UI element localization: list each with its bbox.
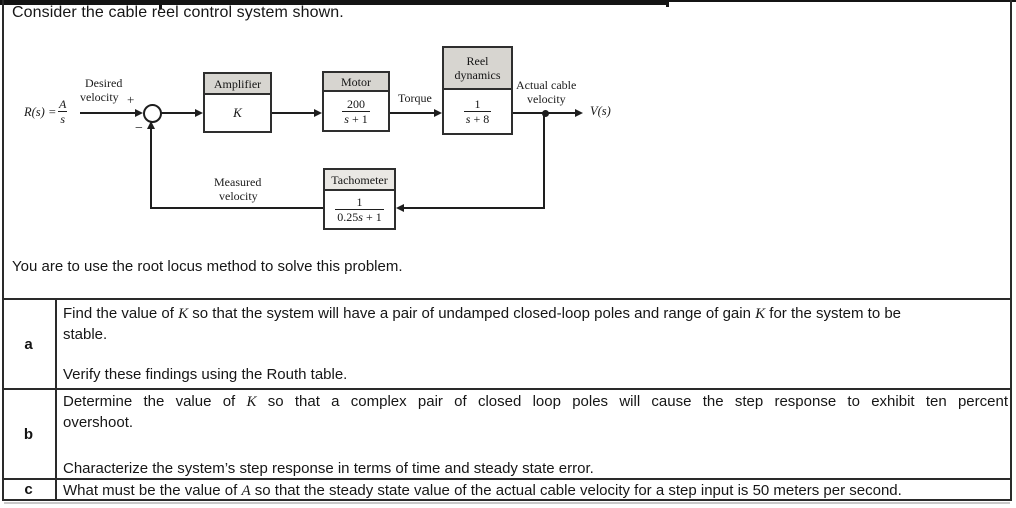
feedback-into-summer-arrowhead (146, 121, 155, 129)
task-a-line2: stable. (63, 325, 108, 343)
row-label-a: a (24, 335, 33, 353)
reel-tf-denominator: s + 8 (463, 111, 492, 126)
reel-dynamics-title-line2: dynamics (454, 68, 501, 82)
amplifier-block: Amplifier K (203, 72, 272, 133)
table-bottom-border (2, 499, 1012, 501)
task-a-text: Find the value of K so that the system w… (63, 304, 1008, 386)
reel-dynamics-block-title: Reel dynamics (444, 48, 511, 90)
table-label-column-divider (55, 298, 57, 501)
input-arrowhead (135, 108, 143, 117)
document-left-border (2, 0, 4, 501)
tachometer-tf-numerator: 1 (356, 195, 363, 209)
amplifier-to-motor-arrowhead (314, 108, 322, 117)
output-signal-label: V(s) (590, 104, 611, 118)
task-b-line3: Characterize the system’s step response … (63, 460, 594, 477)
motor-transfer-function: 200 s + 1 (342, 96, 370, 126)
feedback-branch-point (542, 110, 549, 117)
input-fraction-numerator: A (59, 97, 67, 111)
tachometer-block-title: Tachometer (325, 170, 394, 191)
feedback-into-tachometer-arrowhead (396, 203, 404, 212)
sum-to-amplifier-arrowhead (195, 108, 203, 117)
input-fraction: A s (58, 97, 67, 126)
row-label-b: b (23, 425, 34, 443)
tachometer-block: Tachometer 1 0.25s + 1 (323, 168, 396, 230)
motor-block: Motor 200 s + 1 (322, 71, 390, 132)
task-b-text: Determine the value of K so that a compl… (63, 392, 1008, 480)
motor-to-reel-arrowhead (434, 108, 442, 117)
reel-dynamics-block: Reel dynamics 1 s + 8 (442, 46, 513, 135)
measured-velocity-label-line1: Measured (214, 175, 262, 189)
desired-velocity-label-line1: Desired (85, 76, 123, 90)
feedback-down-line (543, 113, 545, 209)
table-row-divider-ab (2, 388, 1012, 390)
actual-cable-velocity-label-line2: velocity (527, 92, 566, 106)
reel-dynamics-title-line1: Reel (466, 54, 489, 68)
motor-to-reel-line (390, 112, 436, 114)
task-b-line2: overshoot. (63, 413, 134, 431)
actual-cable-velocity-label-line1: Actual cable (516, 78, 577, 92)
problem-statement-title: Consider the cable reel control system s… (12, 4, 344, 21)
task-a-line1: Find the value of K so that the system w… (63, 305, 902, 322)
sum-to-amplifier-line (161, 112, 197, 114)
feedback-up-line (150, 128, 152, 209)
summing-plus-sign: + (127, 92, 135, 107)
input-signal-label: R(s) = (24, 105, 57, 119)
method-instruction: You are to use the root locus method to … (12, 258, 403, 275)
amplifier-block-title: Amplifier (205, 74, 270, 95)
motor-block-title: Motor (324, 73, 388, 92)
input-fraction-denominator: s (58, 111, 67, 126)
row-label-c: c (24, 481, 33, 498)
measured-velocity-label-line2: velocity (219, 189, 258, 203)
feedback-left-line (152, 207, 323, 209)
torque-label: Torque (398, 91, 432, 105)
desired-velocity-label-line2: velocity (80, 90, 119, 104)
amplifier-to-motor-line (272, 112, 316, 114)
table-row-divider-bc (2, 478, 1012, 480)
cropped-top-border-thick (0, 0, 668, 5)
input-line (80, 112, 137, 114)
cropped-top-border-thin (668, 0, 1016, 2)
document-right-border (1010, 0, 1012, 501)
table-top-border (2, 298, 1012, 300)
cropped-column-tick-left (159, 0, 162, 9)
table-bottom-shadow (4, 502, 1010, 504)
tachometer-tf-denominator: 0.25s + 1 (335, 209, 384, 224)
task-c-text: What must be the value of A so that the … (63, 481, 1008, 502)
output-arrowhead (575, 108, 583, 117)
cropped-column-tick-mid (666, 0, 669, 7)
amplifier-gain: K (233, 105, 242, 120)
motor-tf-numerator: 200 (346, 96, 365, 111)
feedback-right-line (404, 207, 545, 209)
task-a-line3: Verify these findings using the Routh ta… (63, 366, 348, 383)
reel-tf-numerator: 1 (474, 97, 481, 111)
reel-transfer-function: 1 s + 8 (463, 97, 492, 126)
summing-minus-sign: − (135, 121, 143, 136)
tachometer-transfer-function: 1 0.25s + 1 (335, 195, 384, 224)
motor-tf-denominator: s + 1 (342, 110, 370, 126)
task-b-line1: Determine the value of K so that a compl… (63, 393, 1008, 410)
task-c-line1: What must be the value of A so that the … (63, 482, 902, 499)
